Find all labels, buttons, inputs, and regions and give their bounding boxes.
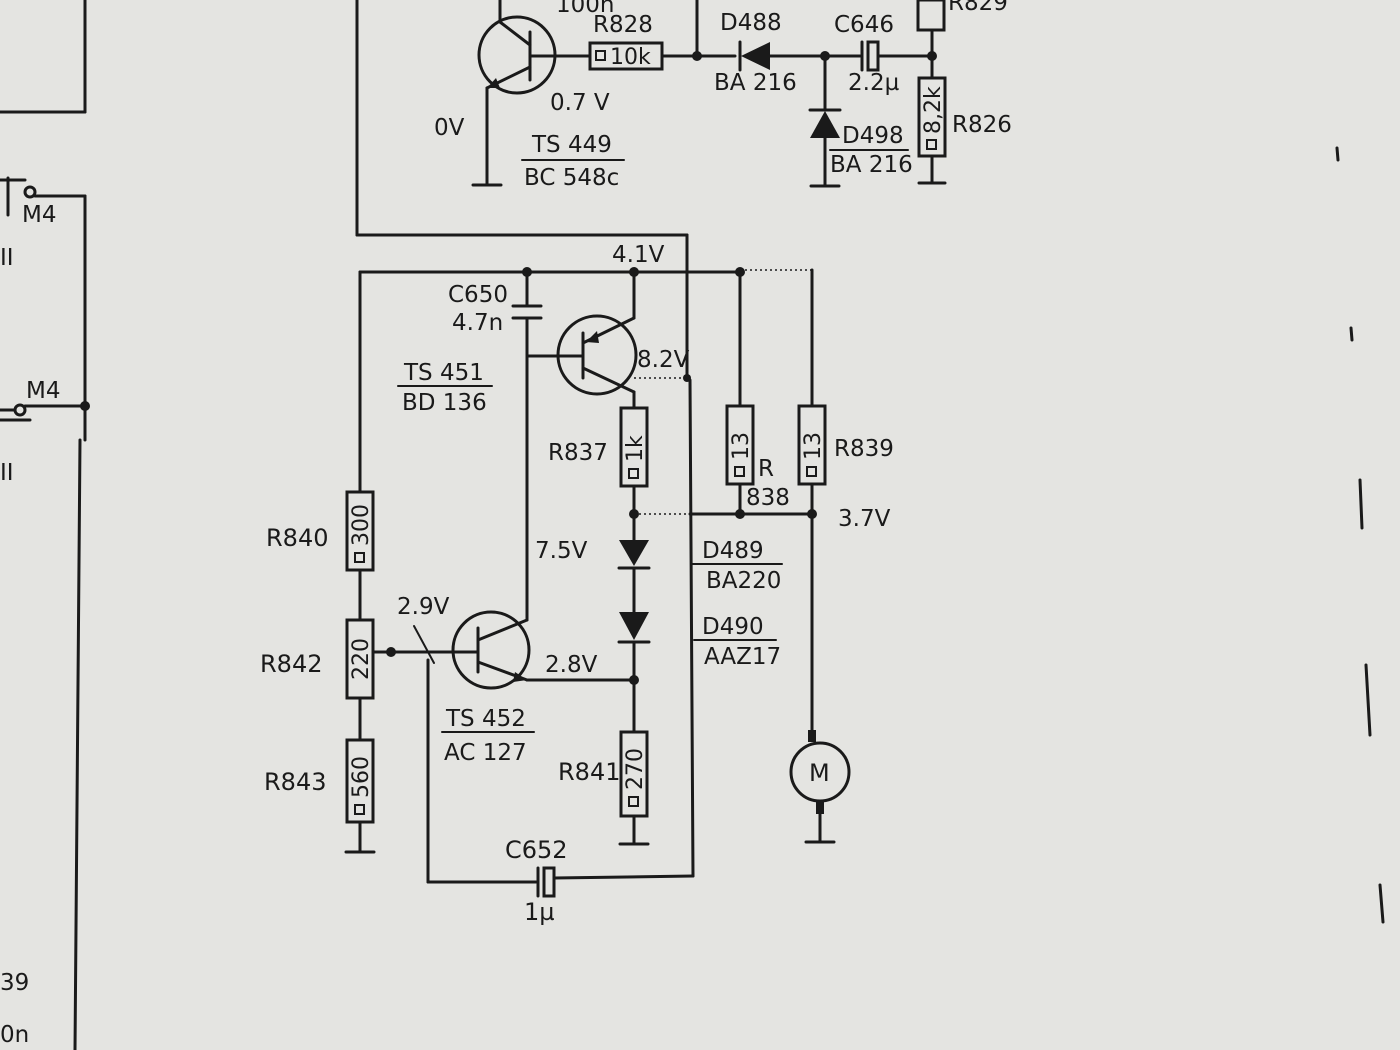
resistor-r840: 300 <box>345 490 375 622</box>
d488-label: D488 <box>720 10 782 36</box>
r843-label: R843 <box>264 768 326 796</box>
c652-label: C652 <box>505 836 568 864</box>
r838-value: 13 <box>729 432 754 460</box>
c652-value: 1µ <box>524 898 555 926</box>
c646-label: C646 <box>834 12 894 38</box>
resistor-r826: 8,2k <box>917 54 947 185</box>
transistor-ts452 <box>389 610 636 690</box>
voltage-8.2v: 8.2V <box>637 347 690 373</box>
r840-label: R840 <box>266 524 328 552</box>
edge-label-0n: 0n <box>0 1022 29 1048</box>
r826-value: 8,2k <box>921 86 946 134</box>
c646-value: 2.2µ <box>848 70 900 96</box>
transistor-ts451 <box>525 270 638 410</box>
d490-label: D490 <box>702 614 764 640</box>
capacitor-c650 <box>511 270 543 358</box>
resistor-r829 <box>916 0 946 58</box>
r826-label: R826 <box>952 112 1012 138</box>
voltage-0.7v: 0.7 V <box>550 90 610 116</box>
d488-type: BA 216 <box>714 70 797 96</box>
ts452-designator: TS 452 <box>445 706 526 732</box>
r837-label: R837 <box>548 440 608 466</box>
diode-d498 <box>808 54 842 188</box>
r842-value: 220 <box>349 638 374 680</box>
r829-label: R829 <box>948 0 1008 16</box>
voltage-4.1v: 4.1V <box>612 242 665 268</box>
c650-value: 4.7n <box>452 310 503 336</box>
right-edge-marks <box>1335 146 1385 924</box>
resistor-r837: 1k <box>619 406 649 542</box>
ts451-type: BD 136 <box>402 390 487 416</box>
diode-d490 <box>617 612 651 734</box>
resistor-r842: 220 <box>345 618 393 742</box>
d498-type: BA 216 <box>830 152 913 178</box>
r839-value: 13 <box>801 432 826 460</box>
motor: M <box>789 730 851 844</box>
r828-value: 10k <box>610 45 651 70</box>
regulator-section: 4.1V C650 4.7n 8.2V TS 451 BD 136 <box>260 242 894 926</box>
d489-label: D489 <box>702 538 764 564</box>
capacitor-c652 <box>536 866 556 898</box>
r843-value: 560 <box>349 756 374 798</box>
ts451-designator: TS 451 <box>403 360 484 386</box>
resistor-r838: 13 <box>725 270 755 516</box>
ts452-type: AC 127 <box>444 740 527 766</box>
r828-label: R828 <box>593 12 653 38</box>
m4-label-lower: M4 <box>26 378 60 404</box>
ts449-top-partial-label: 100n <box>556 0 614 18</box>
voltage-2.9v: 2.9V <box>397 594 450 620</box>
r837-value: 1k <box>623 435 648 462</box>
diode-d489 <box>617 540 651 614</box>
ts449-type: BC 548c <box>524 165 619 191</box>
resistor-r841: 270 <box>618 730 650 846</box>
voltage-2.8v: 2.8V <box>545 652 598 678</box>
edge-label-39: 39 <box>0 970 29 996</box>
top-section: 100n 0V 0.7 V TS 449 BC 548c R828 10k D4… <box>355 0 1012 270</box>
ii-label-lower: II <box>0 460 14 486</box>
r840-value: 300 <box>349 504 374 546</box>
m4-label-upper: M4 <box>22 202 56 228</box>
ii-label-upper: II <box>0 245 14 271</box>
c650-label: C650 <box>448 282 508 308</box>
resistor-r839: 13 <box>797 268 827 732</box>
ts449-designator: TS 449 <box>531 132 612 158</box>
voltage-7.5v: 7.5V <box>535 538 588 564</box>
resistor-r843: 560 <box>344 738 376 854</box>
diode-d488 <box>738 40 862 72</box>
r842-label: R842 <box>260 650 322 678</box>
d490-type: AAZ17 <box>704 644 781 670</box>
r838-label-r: R <box>758 456 774 482</box>
capacitor-c646 <box>860 40 934 72</box>
voltage-0v: 0V <box>434 115 465 141</box>
motor-label: M <box>809 759 830 787</box>
r838-label-number: 838 <box>746 485 790 511</box>
d489-type: BA220 <box>706 568 781 594</box>
voltage-3.7v: 3.7V <box>838 506 891 532</box>
r841-value: 270 <box>623 748 648 790</box>
r841-label: R841 <box>558 758 620 786</box>
transistor-ts449 <box>471 0 590 187</box>
d498-label: D498 <box>842 123 904 149</box>
r839-label: R839 <box>834 436 894 462</box>
left-edge-fragment: M4 M4 II II 39 0n <box>0 0 90 1050</box>
